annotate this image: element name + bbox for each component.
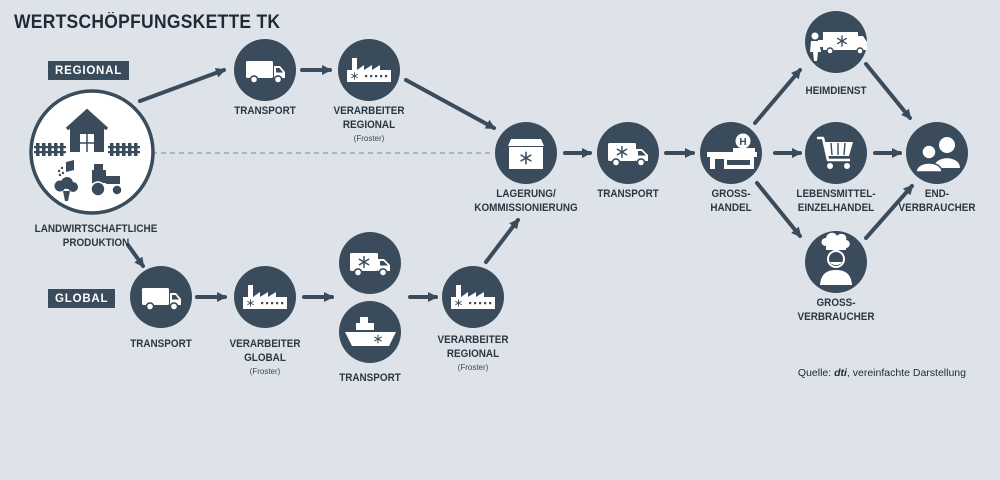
- processor-regional-top-note: (Froster): [319, 134, 419, 144]
- processor-global-label: VERARBEITER GLOBAL: [198, 337, 333, 365]
- end-consumer-label-line1: END-: [870, 187, 1000, 201]
- storage-label-line2: KOMMISSIONIERUNG: [459, 201, 594, 215]
- wholesale-node: H: [700, 122, 762, 184]
- source-prefix: Quelle:: [798, 367, 834, 379]
- transport-global-2-label: TRANSPORT: [303, 371, 438, 385]
- global-tag: GLOBAL: [48, 289, 115, 308]
- arrow-production-to-transport: [140, 70, 224, 101]
- box-icon: [508, 139, 544, 169]
- transport-regional-node: [234, 39, 296, 101]
- processor-regional-bottom-line1: VERARBEITER: [406, 333, 541, 347]
- processor-regional-top-node: [338, 39, 400, 101]
- end-consumer-node: [906, 122, 968, 184]
- processor-regional-top-line1: VERARBEITER: [302, 104, 437, 118]
- processor-regional-bottom-label: VERARBEITER REGIONAL: [406, 333, 541, 361]
- bulk-consumer-label-line2: VERBRAUCHER: [769, 310, 904, 324]
- source-name: dti: [834, 367, 847, 379]
- end-consumer-label: END- VERBRAUCHER: [870, 187, 1000, 215]
- processor-regional-bottom-note: (Froster): [423, 363, 523, 373]
- processor-regional-bottom-node: [442, 266, 504, 328]
- production-label-line1: LANDWIRTSCHAFTLICHE: [29, 222, 164, 236]
- source-note: Quelle: dti, vereinfachte Darstellung: [798, 367, 966, 379]
- production-label: LANDWIRTSCHAFTLICHE PRODUKTION: [29, 222, 164, 250]
- processor-global-node: [234, 266, 296, 328]
- processor-regional-top-label: VERARBEITER REGIONAL: [302, 104, 437, 132]
- home-service-node: [805, 11, 867, 73]
- storage-node: [495, 122, 557, 184]
- production-node: [31, 91, 153, 213]
- home-service-label: HEIMDIENST: [769, 84, 904, 98]
- processor-regional-bottom-line2: REGIONAL: [406, 347, 541, 361]
- bulk-consumer-label: GROSS- VERBRAUCHER: [769, 296, 904, 324]
- transport-center-node: [597, 122, 659, 184]
- svg-text:H: H: [739, 137, 746, 148]
- bulk-consumer-node: [805, 231, 867, 293]
- transport-global-node: [130, 266, 192, 328]
- processor-global-note: (Froster): [215, 367, 315, 377]
- retail-node: [805, 122, 867, 184]
- transport-global-2-node: [339, 232, 401, 363]
- processor-global-line2: GLOBAL: [198, 351, 333, 365]
- processor-global-line1: VERARBEITER: [198, 337, 333, 351]
- source-suffix: , vereinfachte Darstellung: [847, 367, 966, 379]
- processor-regional-top-line2: REGIONAL: [302, 118, 437, 132]
- bulk-consumer-label-line1: GROSS-: [769, 296, 904, 310]
- production-label-line2: PRODUKTION: [29, 236, 164, 250]
- end-consumer-label-line2: VERBRAUCHER: [870, 201, 1000, 215]
- regional-tag: REGIONAL: [48, 61, 129, 80]
- arrow-processor-regional-to-storage: [486, 220, 518, 262]
- diagram-title: WERTSCHÖPFUNGSKETTE TK: [14, 12, 280, 34]
